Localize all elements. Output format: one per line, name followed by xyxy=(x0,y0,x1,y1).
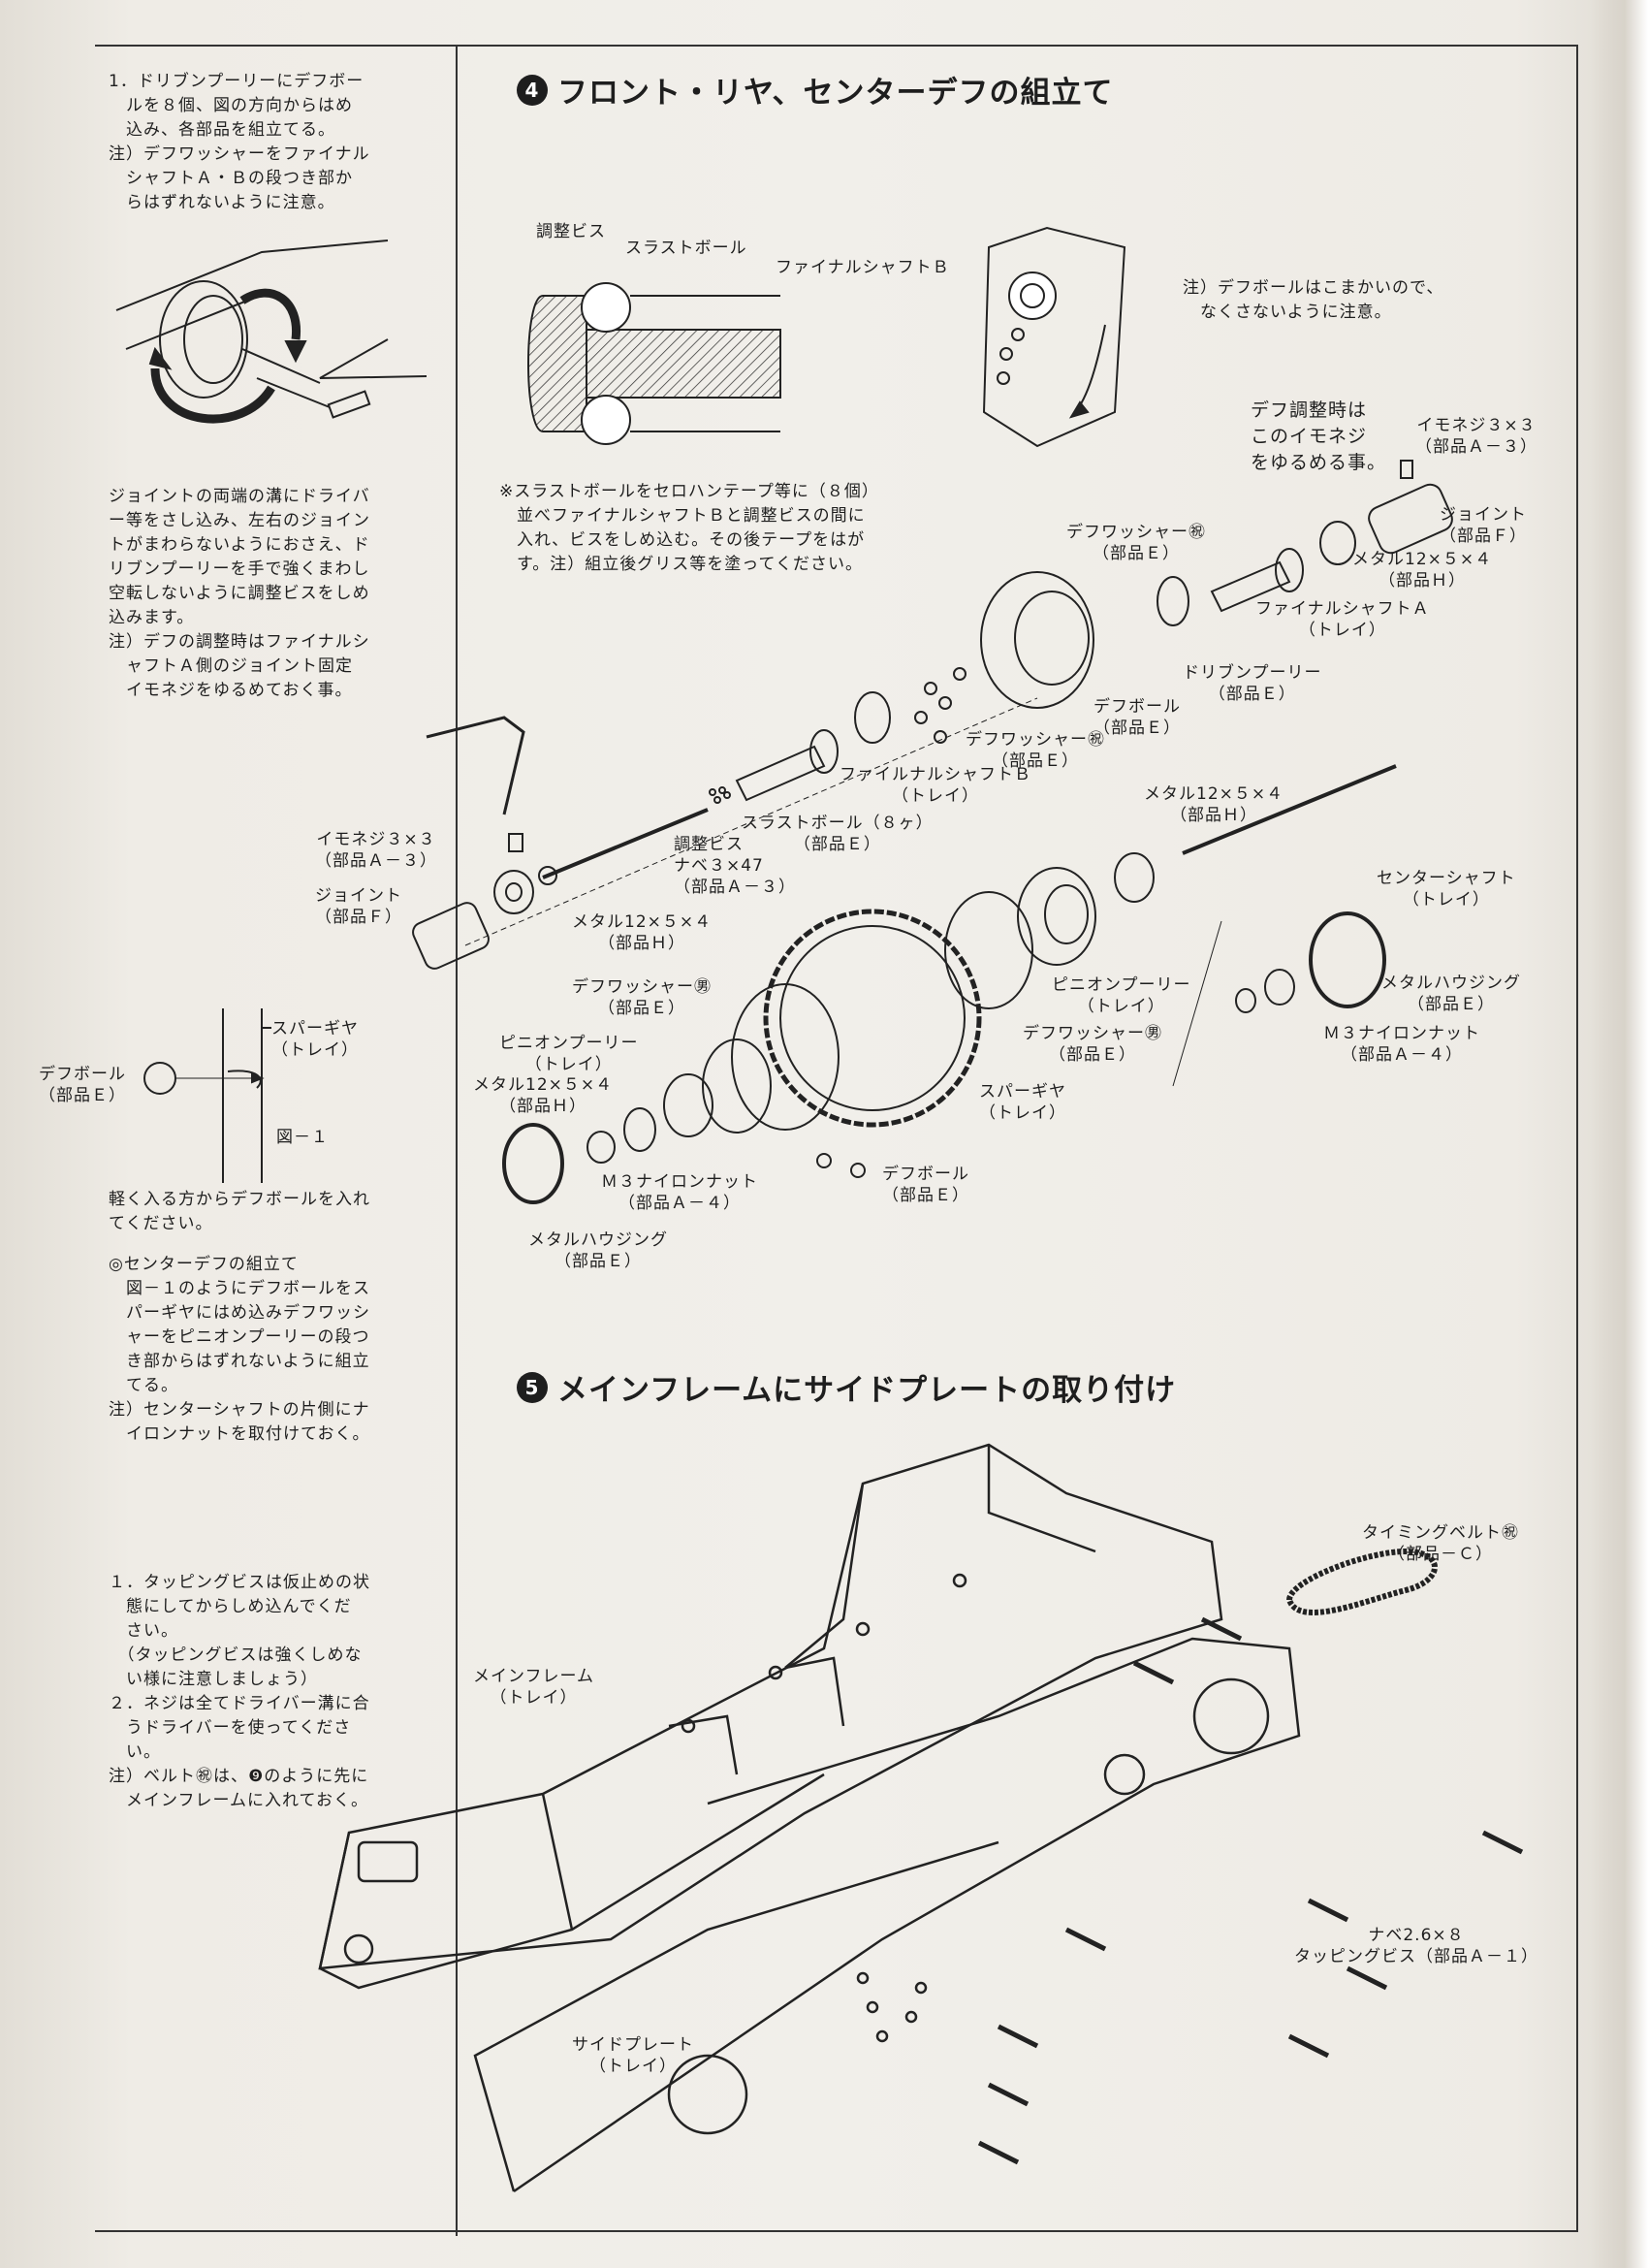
label-diff-ball-mid: デフボール （部品Ｅ） xyxy=(1093,697,1181,738)
main-frame-side-plate-drawing xyxy=(320,1425,1541,2182)
assembly-note-1: 1．ドリブンプーリーにデフボー ルを８個、図の方向からはめ 込み、各部品を組立て… xyxy=(109,72,370,212)
section-4-number: 4 xyxy=(517,74,548,106)
label-main-frame: メインフレーム （トレイ） xyxy=(473,1667,594,1708)
label-adjust-screw-2: 調整ビス ナベ３×47 （部品Ａ－３） xyxy=(674,835,796,897)
label-washer-large-right: デフワッシャー㊚ （部品Ｅ） xyxy=(1023,1024,1162,1065)
detail-adjust-screw-label: 調整ビス xyxy=(536,222,606,241)
section-4-title: フロント・リヤ、センターデフの組立て xyxy=(557,76,1114,111)
label-side-plate: サイドプレート （トレイ） xyxy=(572,2035,694,2076)
fig1-spur-gear-label: スパーギヤ （トレイ） xyxy=(271,1019,359,1060)
page-edge-shadow xyxy=(1590,0,1648,2268)
detail-thrust-ball-label: スラストボール xyxy=(625,239,747,258)
label-joint-right: ジョイント （部品Ｆ） xyxy=(1440,505,1527,546)
label-center-shaft: センターシャフト （トレイ） xyxy=(1377,869,1516,910)
label-final-shaft-b2: ファイルナルシャフトＢ （トレイ） xyxy=(840,765,1031,806)
assembly-note-5: １．タッピングビスは仮止めの状 態にしてからしめ込んでくだ さい。 （タッピング… xyxy=(109,1573,370,1810)
section-5-number: 5 xyxy=(517,1371,548,1403)
label-set-screw-right: イモネジ３×３ （部品Ａ－３） xyxy=(1415,416,1537,457)
fig1-number: 図－１ xyxy=(276,1128,329,1147)
label-final-shaft-a: ファイナルシャフトＡ （トレイ） xyxy=(1255,599,1430,640)
bottom-border xyxy=(95,2230,1578,2232)
thrust-ball-tape-note: ※スラストボールをセロハンテープ等に（８個） 並べファイナルシャフトＢと調整ビス… xyxy=(499,482,879,574)
section-5-heading: 5 メインフレームにサイドプレートの取り付け xyxy=(517,1365,1176,1409)
label-tapping-screw: ナベ2.6×８ タッピングビス（部品Ａ－１） xyxy=(1294,1926,1538,1966)
label-pinion-left: ピニオンプーリー （トレイ） xyxy=(499,1034,639,1074)
right-border xyxy=(1576,45,1578,2232)
thrust-ball-section-detail xyxy=(528,257,790,441)
label-set-screw-left: イモネジ３×３ （部品Ａ－３） xyxy=(315,830,437,871)
label-nylon-nut-right: Ｍ３ナイロンナット （部品Ａ－４） xyxy=(1323,1024,1480,1065)
label-metal-housing-right: メタルハウジング （部品Ｅ） xyxy=(1381,974,1521,1014)
label-diff-ball-low: デフボール （部品Ｅ） xyxy=(882,1165,969,1205)
label-metal-right: メタル12×５×４ （部品Ｈ） xyxy=(1352,550,1493,591)
label-metal-housing-left: メタルハウジング （部品Ｅ） xyxy=(528,1230,668,1271)
assembly-note-4: ◎センターデフの組立て 図－１のようにデフボールをス パーギヤにはめ込みデフワッ… xyxy=(109,1255,370,1444)
tape-ball-detail xyxy=(979,218,1134,451)
label-washer-large-left: デフワッシャー㊚ （部品Ｅ） xyxy=(572,977,712,1018)
label-metal-center: メタル12×５×４ （部品Ｈ） xyxy=(1144,784,1284,825)
assembly-note-3: 軽く入る方からデフボールを入れ てください。 xyxy=(109,1190,370,1233)
ball-caution-note: 注）デフボールはこまかいので、 なくさないように注意。 xyxy=(1183,278,1444,322)
figure-1-spur-gear-ball xyxy=(87,999,456,1183)
driven-pulley-rotation-illustration xyxy=(97,233,446,456)
assembly-note-2: ジョイントの両端の溝にドライバ ー等をさし込み、左右のジョイン トがまわらないよ… xyxy=(109,487,370,700)
column-divider xyxy=(456,45,458,2236)
label-thrust-ball-8: スラストボール（８ヶ） （部品Ｅ） xyxy=(742,814,934,854)
label-timing-belt: タイミングベルト㊗ （部品－Ｃ） xyxy=(1362,1523,1519,1564)
fig1-diff-ball-label: デフボール （部品Ｅ） xyxy=(39,1065,126,1105)
label-metal-lower: メタル12×５×４ （部品Ｈ） xyxy=(473,1075,614,1116)
label-driven-pulley: ドリブンプーリー （部品Ｅ） xyxy=(1183,663,1322,704)
section-4-heading: 4 フロント・リヤ、センターデフの組立て xyxy=(517,68,1114,112)
detail-final-shaft-b-label: ファイナルシャフトＢ xyxy=(776,258,950,277)
top-border xyxy=(95,45,1578,47)
label-pinion-right: ピニオンプーリー （トレイ） xyxy=(1052,975,1191,1016)
label-diff-adjust: デフ調整時は このイモネジ をゆるめる事。 xyxy=(1251,399,1387,473)
label-washer-small-mid: デフワッシャー㊗ （部品Ｅ） xyxy=(966,730,1105,771)
label-spur-gear: スパーギヤ （トレイ） xyxy=(979,1082,1066,1123)
label-nylon-nut-left: Ｍ３ナイロンナット （部品Ａ－４） xyxy=(601,1172,758,1213)
section-5-title: メインフレームにサイドプレートの取り付け xyxy=(557,1373,1177,1408)
label-washer-small-right: デフワッシャー㊗ （部品Ｅ） xyxy=(1066,523,1206,563)
label-joint-left: ジョイント （部品Ｆ） xyxy=(315,886,402,927)
differential-exploded-drawing xyxy=(417,407,1580,1251)
label-metal-left: メタル12×５×４ （部品Ｈ） xyxy=(572,912,713,953)
